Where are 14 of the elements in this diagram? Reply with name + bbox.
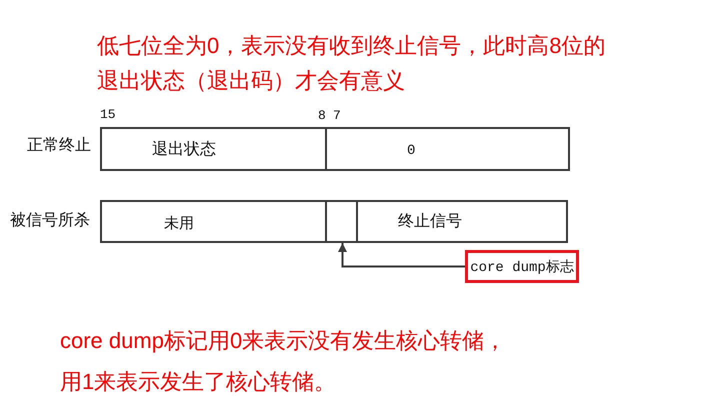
bit-field-cell: 退出状态	[100, 127, 327, 171]
row-label: 被信号所杀	[10, 210, 90, 231]
bit-number: 8	[318, 108, 326, 123]
callout-box: core dump标志	[465, 250, 579, 283]
bit-number: 15	[100, 107, 116, 122]
annotation-note: 低七位全为0，表示没有收到终止信号，此时高8位的退出状态（退出码）才会有意义	[97, 32, 606, 95]
annotation-note: core dump标记用0来表示没有发生核心转储，用1来表示发生了核心转储。	[60, 327, 508, 396]
bit-field-cell: 未用	[100, 200, 327, 243]
bit-number: 7	[333, 108, 341, 123]
leader-arrow	[338, 243, 465, 268]
row-label: 正常终止	[27, 136, 91, 156]
bit-field-cell	[327, 200, 358, 243]
bit-field-cell: 0	[327, 127, 570, 171]
bit-field-cell: 终止信号	[358, 200, 568, 243]
